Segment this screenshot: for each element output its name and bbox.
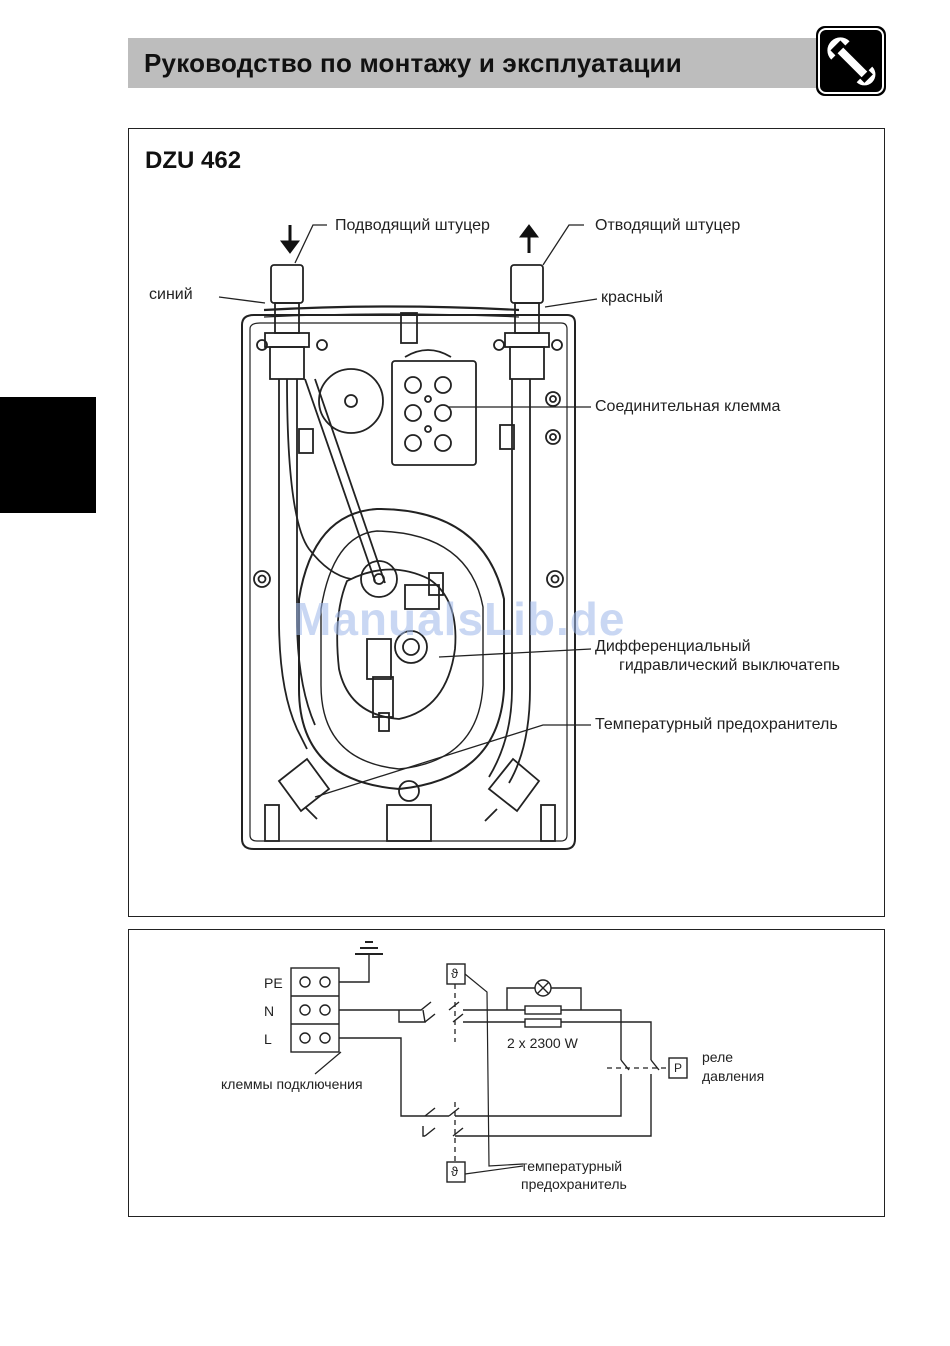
thermal-fuse-label-line2: предохранитель: [521, 1175, 627, 1193]
page-header: Руководство по монтажу и эксплуатации: [128, 38, 816, 88]
wiring-diagram: [129, 930, 884, 1216]
terminal-label: Соединительная клемма: [595, 398, 780, 416]
device-diagram-panel: DZU 462: [128, 128, 885, 917]
watermark: ManualsLib.de: [293, 592, 625, 646]
thermal-fuse-label: Температурный предохранитель: [595, 716, 838, 734]
thermal-fuse-label-line1: температурный: [521, 1157, 622, 1175]
thermostat-symbol-top: ϑ: [451, 965, 458, 983]
inlet-label: Подводящий штуцер: [335, 217, 490, 235]
terminals-caption: клеммы подключения: [221, 1075, 363, 1093]
relay-label-line2: давления: [702, 1067, 764, 1085]
relay-symbol: P: [674, 1059, 682, 1077]
heater-power-label: 2 x 2300 W: [507, 1034, 578, 1052]
terminal-l-label: L: [264, 1030, 272, 1048]
page-title: Руководство по монтажу и эксплуатации: [144, 48, 682, 79]
chapter-tab: [0, 397, 96, 513]
relay-label-line1: реле: [702, 1048, 733, 1066]
terminal-pe-label: PE: [264, 974, 283, 992]
hydraulic-switch-label-line2: гидравлический выключатепь: [619, 657, 840, 675]
wiring-diagram-panel: PE N L клеммы подключения 2 x 2300 W P р…: [128, 929, 885, 1217]
red-wire-label: красный: [601, 289, 663, 307]
thermostat-symbol-bottom: ϑ: [451, 1163, 458, 1181]
device-diagram: [129, 129, 884, 916]
wrench-icon: [816, 26, 886, 96]
blue-wire-label: синий: [149, 286, 193, 304]
outlet-label: Отводящий штуцер: [595, 217, 740, 235]
terminal-n-label: N: [264, 1002, 274, 1020]
